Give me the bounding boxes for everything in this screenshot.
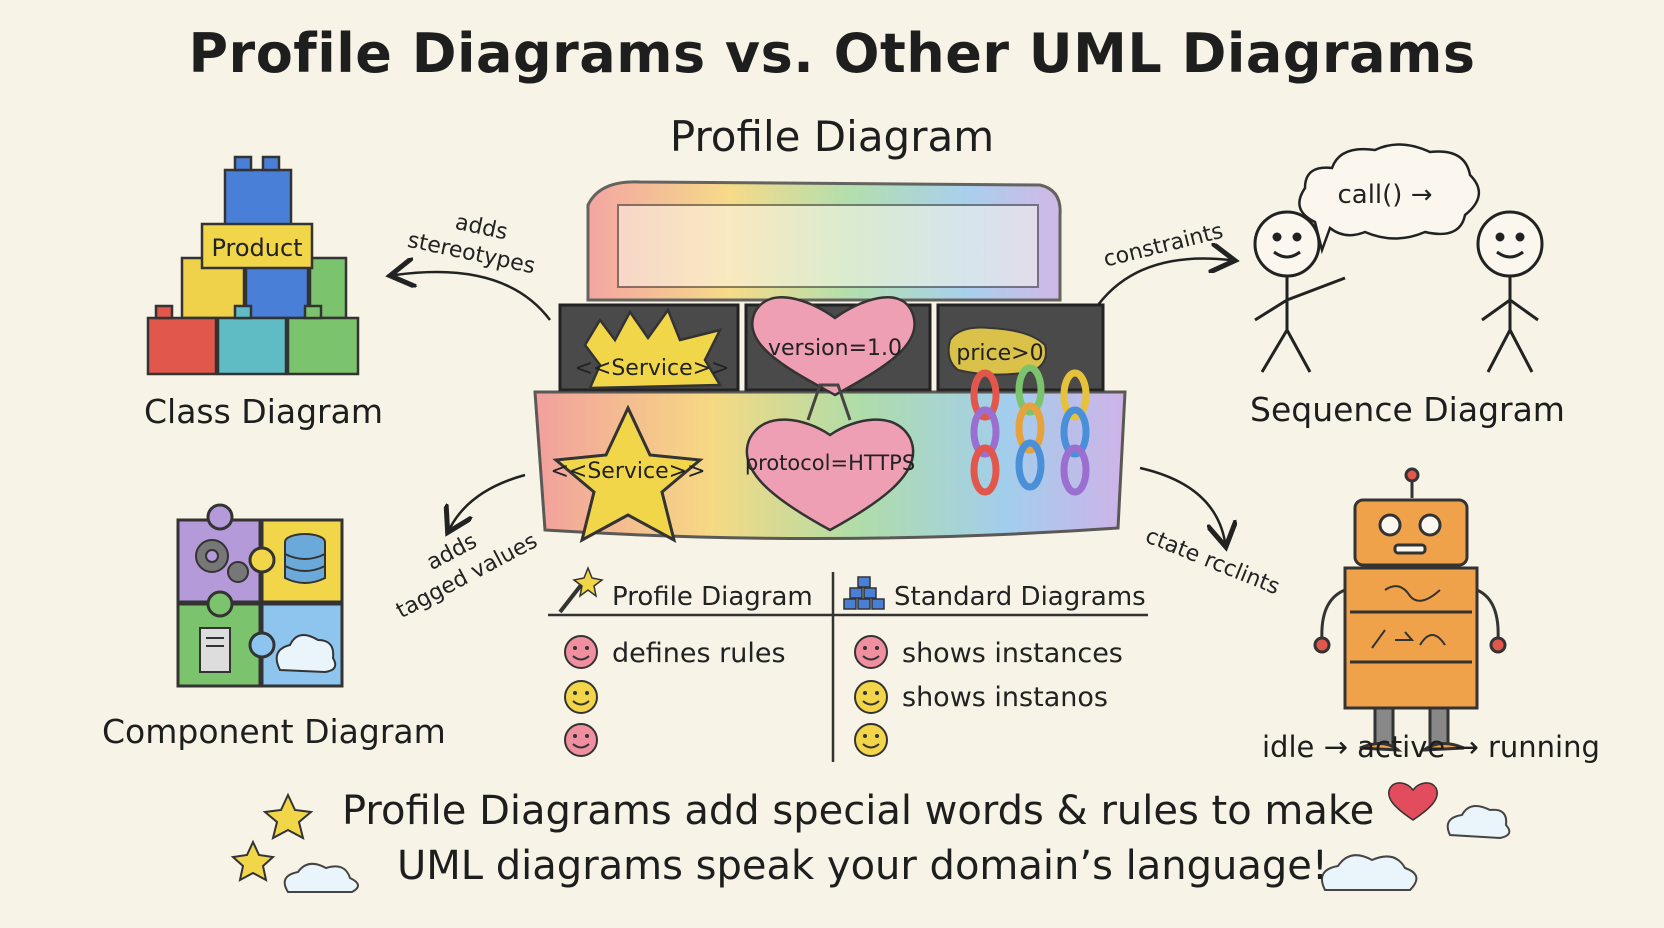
gear-icon bbox=[195, 539, 249, 583]
blocks-icon bbox=[843, 576, 885, 610]
stick-figure-left-icon bbox=[1253, 210, 1346, 373]
page-title: Profile Diagrams vs. Other UML Diagrams bbox=[188, 22, 1476, 85]
stereotype-badge bbox=[583, 307, 723, 390]
cloud-icon bbox=[283, 805, 1511, 893]
class-diagram-caption: Class Diagram bbox=[144, 392, 383, 431]
arrow-bottom-right-label: ctate rcclints bbox=[1142, 524, 1283, 601]
arrow-bottom-right bbox=[1139, 466, 1225, 542]
constraint-blob bbox=[947, 326, 1047, 376]
hanging-heart-icon bbox=[745, 383, 915, 532]
tag-version: version=1.0 bbox=[768, 336, 902, 361]
smiley-icon bbox=[564, 723, 598, 757]
database-icon bbox=[284, 533, 326, 584]
arrow-top-right-label: constraints bbox=[1101, 219, 1226, 273]
arrow-bottom-left bbox=[450, 473, 526, 528]
speech-bubble-icon bbox=[1298, 143, 1480, 255]
constraint-price: price>0 bbox=[956, 341, 1043, 366]
table-right-row-2: shows instanos bbox=[902, 682, 1108, 713]
stick-figure-right-icon bbox=[1476, 210, 1544, 373]
stereotype-label-1: <<Service>> bbox=[574, 356, 729, 381]
center-heading: Profile Diagram bbox=[669, 112, 995, 161]
smiley-icon bbox=[854, 723, 888, 757]
table-left-row-1: defines rules bbox=[612, 638, 786, 669]
heart-icon bbox=[1388, 782, 1438, 821]
sequence-diagram-caption: Sequence Diagram bbox=[1250, 390, 1565, 429]
table-left-header: Profile Diagram bbox=[612, 582, 813, 612]
class-block-label: Product bbox=[211, 234, 302, 262]
star-icon bbox=[230, 792, 314, 882]
smiley-icon bbox=[854, 680, 888, 714]
stereotype-label-2: <<Service>> bbox=[550, 459, 705, 484]
smiley-icon bbox=[564, 680, 598, 714]
tag-protocol: protocol=HTTPS bbox=[745, 451, 915, 475]
cloud-icon bbox=[275, 634, 337, 674]
table-right-header: Standard Diagrams bbox=[894, 582, 1146, 612]
lego-blocks-icon bbox=[146, 155, 360, 376]
smiley-icon bbox=[564, 635, 598, 669]
magic-wand-icon bbox=[558, 565, 604, 614]
smiley-icon bbox=[854, 635, 888, 669]
footer-line-1: Profile Diagrams add special words & rul… bbox=[342, 788, 1375, 834]
chain-icon bbox=[970, 364, 1090, 496]
robot-icon bbox=[1313, 467, 1507, 752]
arrow-top-right bbox=[1097, 258, 1230, 306]
state-diagram-caption: idle → active → running bbox=[1262, 730, 1600, 764]
heart-tag-icon bbox=[751, 296, 916, 397]
table-right-row-1: shows instances bbox=[902, 638, 1123, 669]
star-icon bbox=[552, 404, 704, 543]
footer-line-2: UML diagrams speak your domain’s languag… bbox=[397, 843, 1328, 889]
component-diagram-caption: Component Diagram bbox=[102, 712, 446, 751]
server-icon bbox=[199, 627, 231, 673]
comparison-table bbox=[548, 572, 1148, 762]
arrow-top-left bbox=[395, 272, 551, 321]
sequence-bubble-text: call() → bbox=[1337, 180, 1432, 210]
